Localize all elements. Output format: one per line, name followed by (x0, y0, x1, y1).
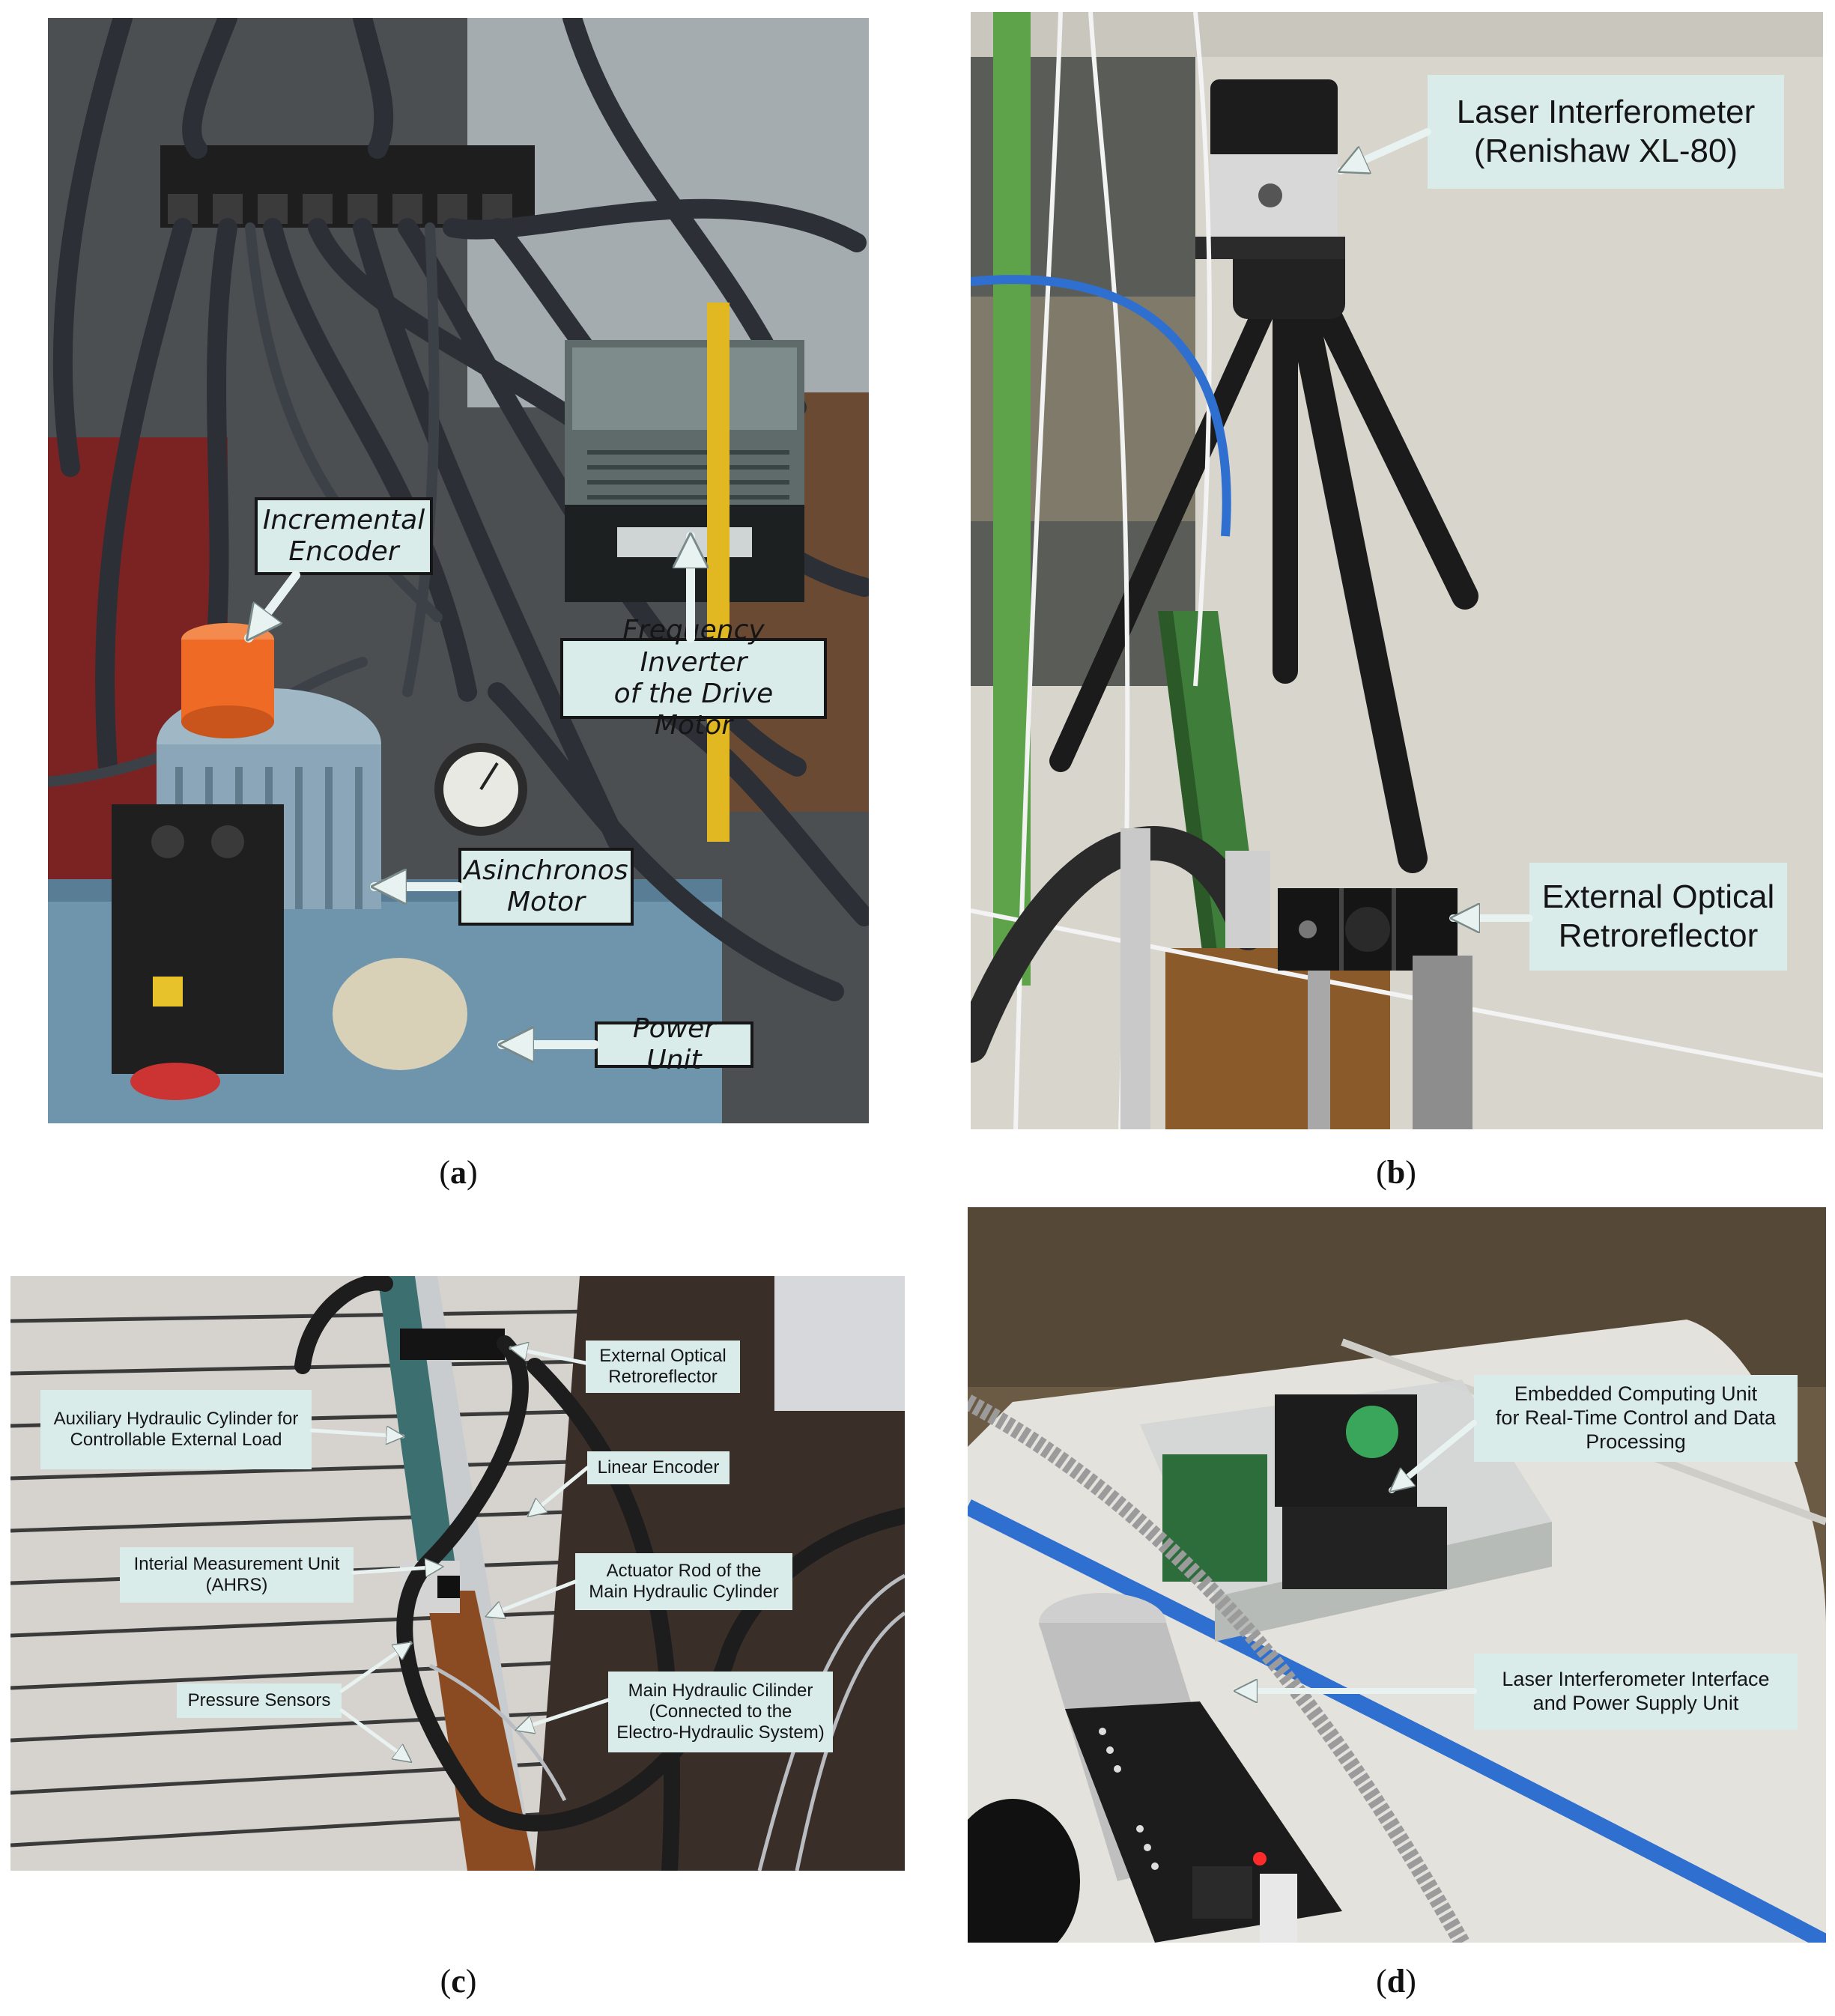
label-computing-unit: Embedded Computing Unit for Real-Time Co… (1474, 1375, 1798, 1462)
embedded-computing-unit-photo (968, 1207, 1826, 1943)
label-line: Encoder (288, 536, 399, 567)
label-line: of the Drive Motor (613, 678, 774, 741)
caption-paren: ( (440, 1963, 452, 2000)
caption-letter: b (1386, 1154, 1406, 1191)
label-interface-unit: Laser Interferometer Interface and Power… (1474, 1654, 1798, 1730)
label-line: Main Hydraulic Cylinder (589, 1582, 779, 1602)
label-line: Motor (506, 887, 586, 917)
label-pressure-sensors: Pressure Sensors (177, 1683, 342, 1718)
label-line: Asinchronos (464, 854, 628, 886)
hydraulic-power-unit-photo (48, 18, 869, 1123)
label-actuator-rod: Actuator Rod of the Main Hydraulic Cylin… (575, 1553, 792, 1610)
caption-paren: ) (1405, 1963, 1416, 2000)
label-line: Interial Measurement Unit (133, 1553, 340, 1574)
label-line: Frequency Inverter (622, 615, 765, 678)
label-line: Laser Interferometer (1456, 94, 1756, 131)
label-line: Retroreflector (608, 1367, 718, 1387)
label-line: Embedded Computing Unit (1514, 1382, 1758, 1406)
caption-letter: a (450, 1154, 467, 1191)
label-line: for Real-Time Control and Data (1495, 1406, 1777, 1430)
label-auxiliary-cylinder: Auxiliary Hydraulic Cylinder for Control… (40, 1390, 312, 1469)
photo-panel-b (971, 12, 1823, 1129)
label-line: Main Hydraulic Cilinder (628, 1680, 813, 1701)
caption-paren: ) (467, 1154, 478, 1191)
label-line: Controllable External Load (70, 1430, 282, 1450)
label-main-cylinder: Main Hydraulic Cilinder (Connected to th… (608, 1672, 833, 1752)
caption-paren: ( (1376, 1154, 1387, 1191)
label-line: (Connected to the (649, 1701, 792, 1722)
caption-paren: ) (1405, 1154, 1416, 1191)
label-line: Retroreflector (1558, 917, 1759, 954)
caption-paren: ) (465, 1963, 477, 2000)
label-frequency-inverter: Frequency Inverter of the Drive Motor (560, 615, 827, 741)
caption-d: (d) (1321, 1962, 1471, 2000)
photo-panel-d (968, 1207, 1826, 1943)
label-line: External Optical (1541, 878, 1775, 916)
label-external-retroreflector-b: External Optical Retroreflector (1529, 863, 1787, 971)
label-line: Laser Interferometer Interface (1502, 1668, 1770, 1691)
label-line: (AHRS) (205, 1575, 268, 1595)
label-line: and Power Supply Unit (1532, 1692, 1739, 1714)
label-incremental-encoder: Incremental Encoder (255, 497, 433, 575)
label-power-unit: Power Unit (595, 1013, 753, 1075)
label-line: Linear Encoder (597, 1457, 720, 1478)
laser-interferometer-photo (971, 12, 1823, 1129)
label-laser-interferometer: Laser Interferometer (Renishaw XL-80) (1428, 75, 1784, 189)
label-line: External Optical (599, 1345, 727, 1366)
label-line: (Renishaw XL-80) (1473, 133, 1738, 169)
caption-paren: ( (439, 1154, 450, 1191)
label-line: Incremental (262, 504, 425, 535)
caption-letter: d (1386, 1963, 1406, 2000)
caption-a: (a) (383, 1153, 533, 1191)
label-linear-encoder: Linear Encoder (587, 1451, 730, 1484)
label-line: Auxiliary Hydraulic Cylinder for (53, 1408, 299, 1429)
label-external-retroreflector-c: External Optical Retroreflector (586, 1341, 740, 1393)
caption-letter: c (451, 1963, 466, 2000)
label-line: Electro-Hydraulic System) (616, 1722, 825, 1743)
label-line: Power Unit (632, 1012, 716, 1075)
label-asinchronos-motor: Asinchronos Motor (458, 848, 634, 926)
photo-panel-a (48, 18, 869, 1123)
caption-paren: ( (1376, 1963, 1387, 2000)
label-line: Processing (1586, 1430, 1686, 1453)
caption-c: (c) (383, 1962, 533, 2000)
label-line: Pressure Sensors (187, 1689, 331, 1710)
label-imu: Interial Measurement Unit (AHRS) (120, 1547, 354, 1603)
caption-b: (b) (1321, 1153, 1471, 1191)
label-line: Actuator Rod of the (606, 1560, 762, 1581)
